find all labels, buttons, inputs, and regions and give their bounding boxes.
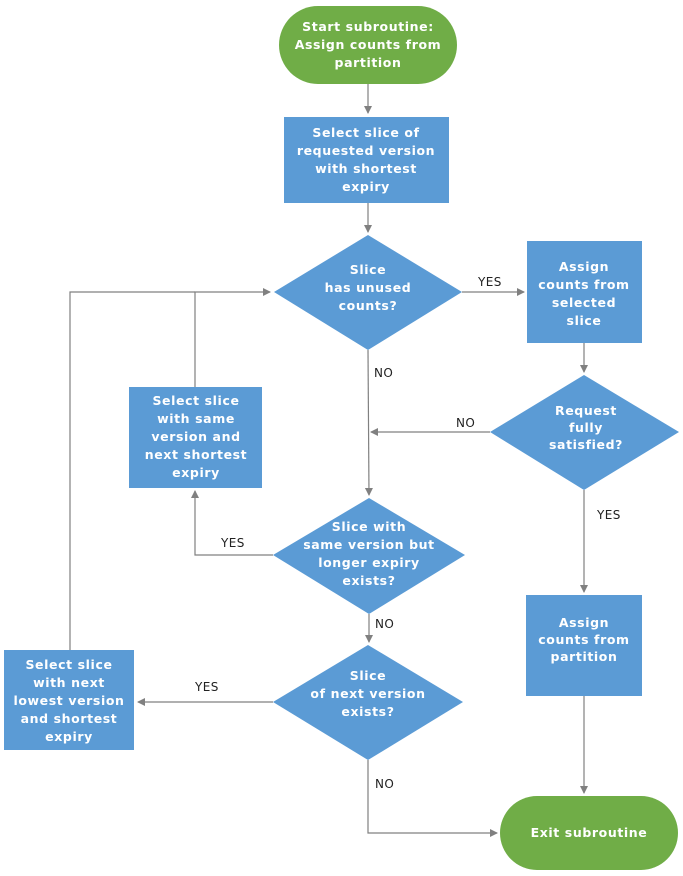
label-unused-no: NO: [374, 366, 393, 380]
label-line: selected: [552, 295, 616, 310]
label-same-version-no: NO: [375, 617, 394, 631]
node-same-version-longer: Slice with same version but longer expiry e…: [273, 498, 465, 614]
select-next-lowest-label: Select slice with next lowest version and s…: [13, 657, 124, 744]
label-line: Select slice of: [312, 125, 419, 140]
next-version-exists-label: Slice of next version exists?: [310, 668, 425, 719]
node-has-unused: Slice has unused counts?: [274, 235, 462, 350]
label-line: expiry: [172, 465, 220, 480]
label-line: Slice with: [332, 519, 407, 534]
next-version-exists-decision-shape: [273, 645, 463, 760]
select-requested-process-shape: [284, 117, 449, 203]
label-line: expiry: [45, 729, 93, 744]
label-line: fully: [569, 420, 603, 435]
node-assign-selected: Assign counts from selected slice: [527, 241, 642, 343]
label-line: requested version: [297, 143, 435, 158]
has-unused-decision-shape: [274, 235, 462, 350]
label-line: exists?: [342, 573, 395, 588]
label-line: slice: [567, 313, 602, 328]
has-unused-label: Slice has unused counts?: [325, 262, 412, 313]
node-exit: Exit subroutine: [500, 796, 678, 870]
label-same-version-yes: YES: [220, 536, 245, 550]
same-version-longer-label: Slice with same version but longer expiry e…: [303, 519, 435, 588]
select-next-lowest-process-shape: [4, 650, 134, 750]
label-line: Slice: [350, 668, 386, 683]
label-line: next shortest: [145, 447, 248, 462]
label-line: with next: [33, 675, 105, 690]
label-unused-yes: YES: [477, 275, 502, 289]
select-requested-label: Select slice of requested version with sho…: [297, 125, 435, 194]
label-line: lowest version: [13, 693, 124, 708]
edge-select-same-version-loop: [194, 288, 271, 387]
label-line: with same: [157, 411, 235, 426]
label-line: same version but: [303, 537, 435, 552]
edge-labels: YES NO NO YES YES NO YES NO: [194, 275, 621, 791]
label-line: expiry: [342, 179, 390, 194]
select-same-version-label: Select slice with same version and next sho…: [145, 393, 248, 480]
exit-terminal-shape: [500, 796, 678, 870]
assign-selected-process-shape: [527, 241, 642, 343]
node-next-version-exists: Slice of next version exists?: [273, 645, 463, 760]
edge-same-version-yes: [191, 490, 273, 556]
label-line: Slice: [350, 262, 386, 277]
label-line: version and: [151, 429, 240, 444]
label-line: with shortest: [315, 161, 417, 176]
assign-selected-label: Assign counts from selected slice: [538, 259, 629, 328]
same-version-longer-decision-shape: [273, 498, 465, 614]
label-line: partition: [335, 55, 402, 70]
label-satisfied-yes: YES: [596, 508, 621, 522]
label-line: satisfied?: [549, 437, 623, 452]
label-line: Assign: [559, 259, 609, 274]
label-line: has unused: [325, 280, 412, 295]
node-select-same-version: Select slice with same version and next sho…: [129, 387, 262, 488]
label-line: longer expiry: [318, 555, 420, 570]
label-line: Request: [555, 403, 617, 418]
label-line: Assign: [559, 615, 609, 630]
label-line: counts from: [538, 277, 629, 292]
node-select-requested: Select slice of requested version with sho…: [284, 117, 449, 203]
label-line: Select slice: [152, 393, 239, 408]
fully-satisfied-decision-shape: [490, 375, 679, 490]
label-line: and shortest: [21, 711, 118, 726]
label-line: Start subroutine:: [302, 19, 434, 34]
node-fully-satisfied: Request fully satisfied?: [490, 375, 679, 490]
node-start: Start subroutine: Assign counts from parti…: [279, 6, 457, 84]
node-assign-partition: Assign counts from partition: [526, 595, 642, 696]
label-next-version-yes: YES: [194, 680, 219, 694]
label-line: counts from: [538, 632, 629, 647]
start-terminal-shape: [279, 6, 457, 84]
label-satisfied-no: NO: [456, 416, 475, 430]
edge-select-next-lowest-loop: [69, 291, 195, 650]
connectors: [69, 84, 588, 837]
edge-next-version-no: [367, 760, 498, 837]
label-line: exists?: [341, 704, 394, 719]
node-select-next-lowest: Select slice with next lowest version and s…: [4, 650, 134, 750]
exit-label: Exit subroutine: [531, 825, 648, 840]
select-same-version-process-shape: [129, 387, 262, 488]
edge-has-unused-no: [364, 349, 373, 496]
label-line: Assign counts from: [295, 37, 442, 52]
fully-satisfied-label: Request fully satisfied?: [549, 403, 623, 452]
label-line: Exit subroutine: [531, 825, 648, 840]
label-line: Select slice: [25, 657, 112, 672]
label-line: partition: [551, 649, 618, 664]
start-label: Start subroutine: Assign counts from parti…: [295, 19, 442, 70]
label-next-version-no: NO: [375, 777, 394, 791]
assign-partition-label: Assign counts from partition: [538, 615, 629, 664]
assign-partition-process-shape: [526, 595, 642, 696]
label-line: of next version: [310, 686, 425, 701]
label-line: counts?: [339, 298, 398, 313]
